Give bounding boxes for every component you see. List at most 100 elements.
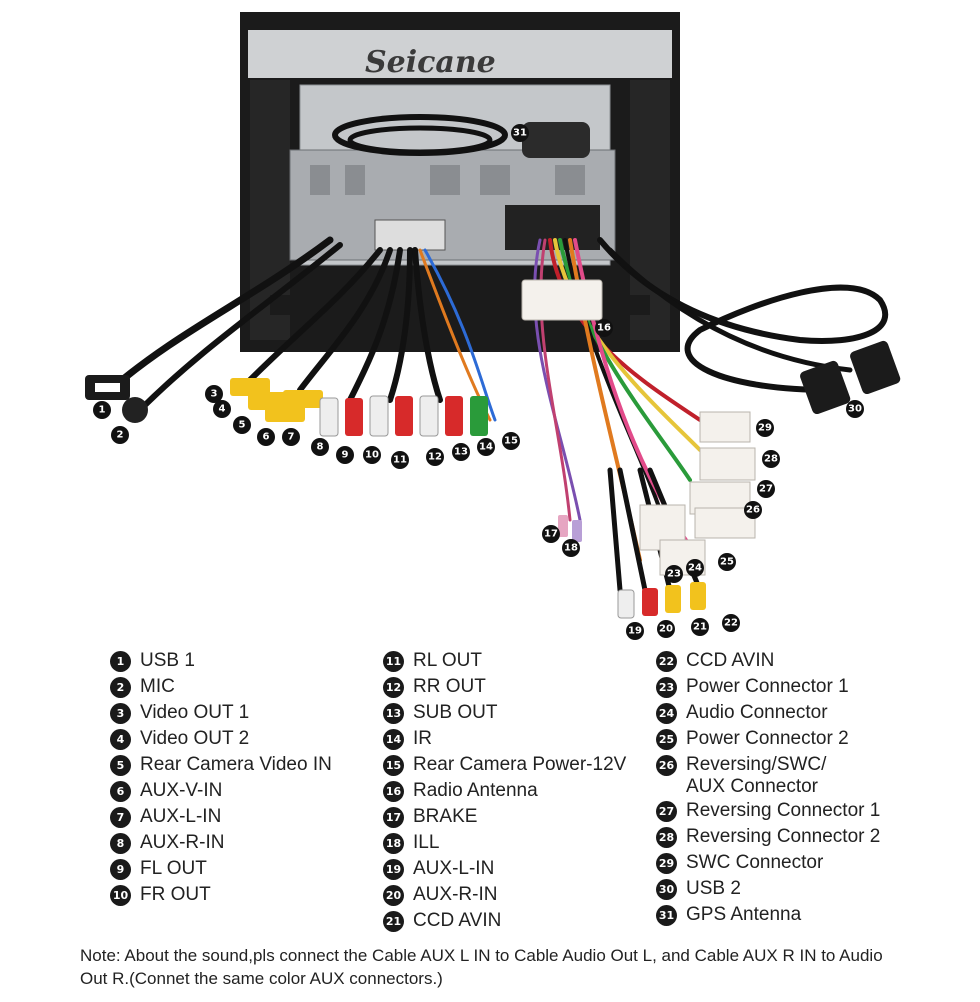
svg-text:19: 19 <box>628 626 642 637</box>
legend-label: RL OUT <box>413 650 482 671</box>
number-badge: 2 <box>110 677 131 698</box>
legend-item: 25 Power Connector 2 <box>656 728 880 754</box>
svg-text:20: 20 <box>659 624 673 635</box>
rca-connectors <box>230 378 488 437</box>
legend-item: 9 FL OUT <box>110 858 332 884</box>
legend-label: Reversing/SWC/ AUX Connector <box>686 754 827 797</box>
bottom-rca-connectors <box>558 515 706 619</box>
svg-text:17: 17 <box>544 529 558 540</box>
callout-15: 15 <box>502 432 520 450</box>
legend-item: 5 Rear Camera Video IN <box>110 754 332 780</box>
legend-label: CCD AVIN <box>413 910 502 931</box>
svg-text:16: 16 <box>597 323 611 334</box>
callout-9: 9 <box>336 446 354 464</box>
svg-text:18: 18 <box>564 543 578 554</box>
number-badge: 20 <box>383 885 404 906</box>
callout-badges: 1 2 3 4 5 6 7 8 9 10 11 12 13 14 15 16 1… <box>93 124 864 640</box>
number-badge: 16 <box>383 781 404 802</box>
legend-label: AUX-R-IN <box>413 884 498 905</box>
legend-label: Audio Connector <box>686 702 828 723</box>
legend-label: AUX-V-IN <box>140 780 223 801</box>
legend-label: AUX-L-IN <box>413 858 495 879</box>
legend-label: BRAKE <box>413 806 478 827</box>
number-badge: 27 <box>656 801 677 822</box>
svg-text:3: 3 <box>211 389 218 400</box>
svg-text:7: 7 <box>288 432 295 443</box>
sound-connection-note: Note: About the sound,pls connect the Ca… <box>80 946 883 988</box>
callout-28: 28 <box>762 450 780 468</box>
legend-item: 14 IR <box>383 728 626 754</box>
legend-label: FL OUT <box>140 858 207 879</box>
svg-text:11: 11 <box>393 455 407 466</box>
number-badge: 5 <box>110 755 131 776</box>
callout-8: 8 <box>311 438 329 456</box>
legend-item: 27 Reversing Connector 1 <box>656 800 880 826</box>
legend-label: Radio Antenna <box>413 780 538 801</box>
number-badge: 7 <box>110 807 131 828</box>
number-badge: 13 <box>383 703 404 724</box>
legend-label: Video OUT 2 <box>140 728 250 749</box>
legend-label: RR OUT <box>413 676 486 697</box>
legend-label: AUX-L-IN <box>140 806 222 827</box>
number-badge: 11 <box>383 651 404 672</box>
callout-2: 2 <box>111 426 129 444</box>
callout-20: 20 <box>657 620 675 638</box>
number-badge: 29 <box>656 853 677 874</box>
number-badge: 14 <box>383 729 404 750</box>
legend-item: 29 SWC Connector <box>656 852 880 878</box>
legend-item: 20 AUX-R-IN <box>383 884 626 910</box>
svg-text:15: 15 <box>504 436 518 447</box>
legend-label: Power Connector 2 <box>686 728 849 749</box>
legend-label: IR <box>413 728 432 749</box>
number-badge: 6 <box>110 781 131 802</box>
svg-text:30: 30 <box>848 404 862 415</box>
svg-text:4: 4 <box>219 404 226 415</box>
callout-1: 1 <box>93 401 111 419</box>
usb-mic-plugs <box>85 375 148 423</box>
callout-21: 21 <box>691 618 709 636</box>
legend-item: 1 USB 1 <box>110 650 332 676</box>
svg-text:28: 28 <box>764 454 778 465</box>
number-badge: 9 <box>110 859 131 880</box>
legend-label: USB 2 <box>686 878 741 899</box>
number-badge: 25 <box>656 729 677 750</box>
callout-5: 5 <box>233 416 251 434</box>
legend-label: SWC Connector <box>686 852 824 873</box>
legend-label: SUB OUT <box>413 702 498 723</box>
number-badge: 21 <box>383 911 404 932</box>
callout-14: 14 <box>477 438 495 456</box>
svg-text:1: 1 <box>99 405 106 416</box>
number-badge: 31 <box>656 905 677 926</box>
svg-text:29: 29 <box>758 423 772 434</box>
legend-label: Rear Camera Power-12V <box>413 754 627 775</box>
callout-19: 19 <box>626 622 644 640</box>
number-badge: 4 <box>110 729 131 750</box>
legend-label: Reversing Connector 1 <box>686 800 881 821</box>
callout-25: 25 <box>718 553 736 571</box>
legend-item: 2 MIC <box>110 676 332 702</box>
legend-label: USB 1 <box>140 650 195 671</box>
svg-text:2: 2 <box>117 430 124 441</box>
callout-4: 4 <box>213 400 231 418</box>
number-badge: 1 <box>110 651 131 672</box>
legend-label: Rear Camera Video IN <box>140 754 332 775</box>
head-unit-frame <box>240 12 680 352</box>
legend-label: MIC <box>140 676 175 697</box>
number-badge: 8 <box>110 833 131 854</box>
callout-23: 23 <box>665 565 683 583</box>
legend-item: 21 CCD AVIN <box>383 910 626 936</box>
callout-16: 16 <box>595 319 613 337</box>
svg-text:12: 12 <box>428 452 442 463</box>
number-badge: 22 <box>656 651 677 672</box>
